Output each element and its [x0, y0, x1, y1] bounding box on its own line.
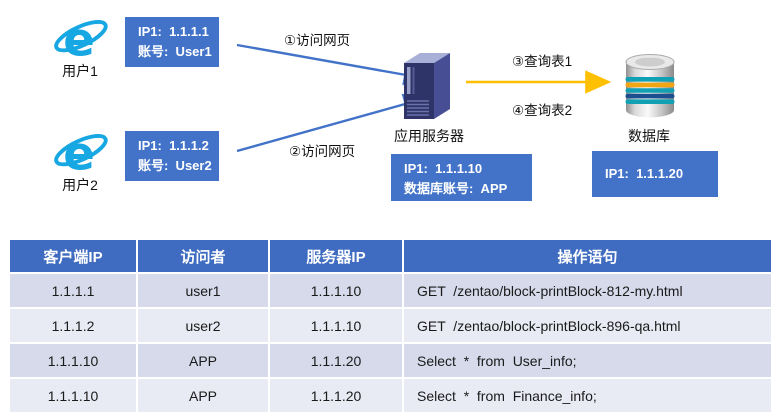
table-header-row: 客户端IP 访问者 服务器IP 操作语句	[10, 240, 771, 272]
cell-visitor: user2	[138, 309, 268, 342]
server-ip-line: IP1: 1.1.1.10	[404, 161, 483, 176]
cell-visitor: user1	[138, 274, 268, 307]
header-client-ip: 客户端IP	[10, 240, 136, 272]
svg-text:e: e	[63, 13, 95, 65]
cell-client-ip: 1.1.1.2	[10, 309, 136, 342]
arrow-user1-to-server	[236, 43, 428, 86]
database-ip-line: IP1: 1.1.1.20	[605, 166, 684, 182]
user2-account-line: 账号: User2	[138, 157, 212, 173]
header-operation: 操作语句	[404, 240, 771, 272]
flow-arrows-layer	[236, 43, 612, 153]
flow4-label: ④查询表2	[512, 103, 573, 118]
access-log-table: 客户端IP 访问者 服务器IP 操作语句 1.1.1.1 user1 1.1.1…	[10, 240, 771, 412]
user1-label: 用户1	[62, 63, 98, 79]
cell-operation: GET /zentao/block-printBlock-812-my.html	[404, 274, 771, 307]
network-diagram: e 用户1 IP1: 1.1.1.1 账号: User1 e 用户2 IP1: …	[54, 13, 718, 201]
user1-ip-line: IP1: 1.1.1.1	[138, 24, 209, 39]
table-row: 1.1.1.1 user1 1.1.1.10 GET /zentao/block…	[10, 274, 771, 307]
user2-ip-box: IP1: 1.1.1.2 账号: User2	[125, 131, 219, 181]
flow1-label: ①访问网页	[284, 33, 351, 48]
table-row: 1.1.1.10 APP 1.1.1.20 Select * from User…	[10, 344, 771, 377]
cell-client-ip: 1.1.1.10	[10, 344, 136, 377]
user1-account-line: 账号: User1	[138, 43, 212, 59]
cell-server-ip: 1.1.1.20	[270, 379, 402, 412]
database-icon	[625, 54, 675, 118]
cell-visitor: APP	[138, 344, 268, 377]
server-tower-icon	[404, 53, 450, 119]
arrow-user2-to-server	[236, 93, 428, 153]
cell-client-ip: 1.1.1.1	[10, 274, 136, 307]
flow3-label: ③查询表1	[512, 54, 573, 69]
cell-server-ip: 1.1.1.20	[270, 344, 402, 377]
cell-server-ip: 1.1.1.10	[270, 274, 402, 307]
server-db-account-line: 数据库账号: APP	[404, 180, 508, 196]
cell-visitor: APP	[138, 379, 268, 412]
cell-operation: Select * from Finance_info;	[404, 379, 771, 412]
ie-browser-icon: e	[54, 13, 108, 65]
server-label: 应用服务器	[394, 128, 464, 144]
table-row: 1.1.1.2 user2 1.1.1.10 GET /zentao/block…	[10, 309, 771, 342]
database-ip-box: IP1: 1.1.1.20	[592, 151, 718, 197]
server-ip-box: IP1: 1.1.1.10 数据库账号: APP	[391, 154, 532, 201]
cell-client-ip: 1.1.1.10	[10, 379, 136, 412]
svg-text:e: e	[63, 127, 95, 179]
flow2-label: ②访问网页	[289, 144, 356, 159]
cell-operation: Select * from User_info;	[404, 344, 771, 377]
user1-ip-box: IP1: 1.1.1.1 账号: User1	[125, 17, 219, 67]
user2-ip-line: IP1: 1.1.1.2	[138, 138, 209, 153]
table-row: 1.1.1.10 APP 1.1.1.20 Select * from Fina…	[10, 379, 771, 412]
header-server-ip: 服务器IP	[270, 240, 402, 272]
user2-label: 用户2	[62, 177, 98, 193]
header-visitor: 访问者	[138, 240, 268, 272]
cell-server-ip: 1.1.1.10	[270, 309, 402, 342]
cell-operation: GET /zentao/block-printBlock-896-qa.html	[404, 309, 771, 342]
ie-browser-icon: e	[54, 127, 108, 179]
database-label: 数据库	[628, 128, 670, 144]
